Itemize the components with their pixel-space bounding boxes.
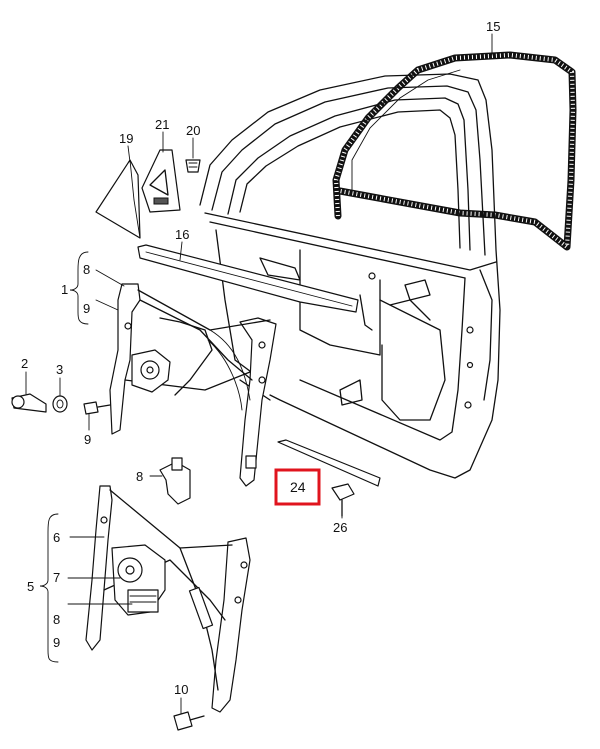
door-shell: [199, 73, 501, 479]
label-9-upper: 9: [83, 301, 90, 316]
screw-part-10: [173, 711, 205, 731]
label-16: 16: [175, 227, 189, 242]
clip-part-20: [185, 159, 201, 173]
mirror-mount-part-21: [141, 149, 181, 213]
label-2: 2: [21, 356, 28, 371]
clip-part-26: [331, 483, 355, 517]
label-1: 1: [61, 282, 68, 297]
label-8-mid: 8: [136, 469, 143, 484]
label-21: 21: [155, 117, 169, 132]
label-15: 15: [486, 19, 500, 34]
highlight-box-24: [274, 468, 321, 506]
door-seal-part-15: [332, 51, 577, 251]
label-6: 6: [53, 530, 60, 545]
corner-trim-part-19: [95, 159, 141, 239]
label-24: 24: [290, 479, 306, 495]
label-10: 10: [174, 682, 188, 697]
label-3: 3: [56, 362, 63, 377]
window-strip-part-16: [137, 244, 359, 313]
label-8-lower: 8: [53, 612, 60, 627]
label-5: 5: [27, 579, 34, 594]
window-regulator-lower-part-5: [85, 485, 251, 713]
label-9-lower: 9: [53, 635, 60, 650]
washer-part-3: [52, 395, 68, 413]
clip-part-8: [159, 457, 191, 505]
trim-strip-part-24: [277, 439, 381, 487]
label-20: 20: [186, 123, 200, 138]
label-26: 26: [333, 520, 347, 535]
label-9-mid: 9: [84, 432, 91, 447]
screw-part-9: [83, 401, 111, 415]
window-crank-part-2: [11, 393, 47, 413]
label-7: 7: [53, 570, 60, 585]
label-19: 19: [119, 131, 133, 146]
leader-lines: [25, 33, 493, 715]
window-regulator-upper-part-1: [109, 283, 277, 487]
label-8-upper: 8: [83, 262, 90, 277]
